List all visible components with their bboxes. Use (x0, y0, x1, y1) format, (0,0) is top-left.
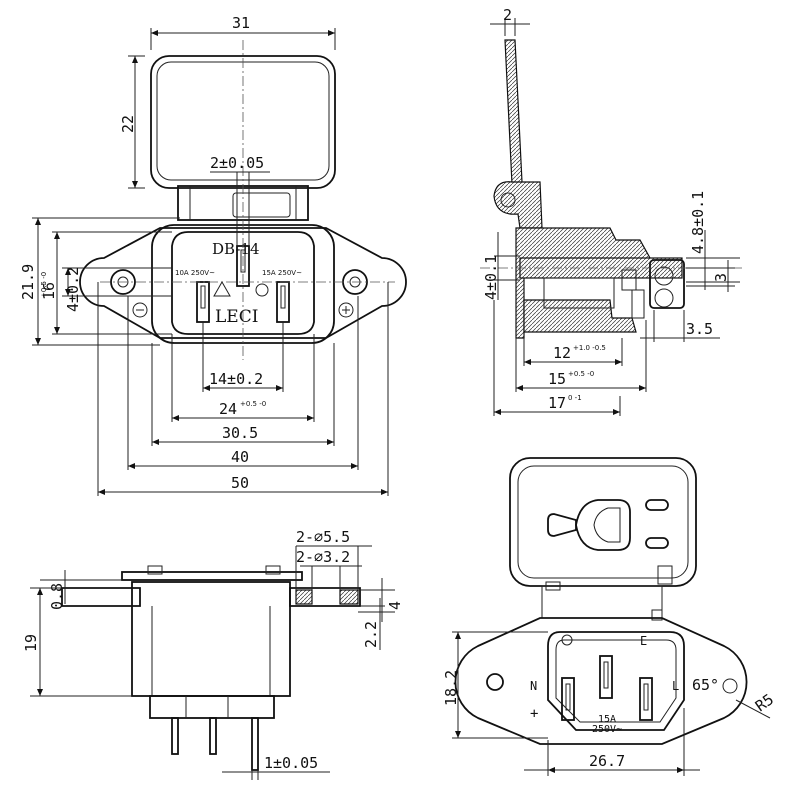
dim-22: 22 (119, 115, 137, 133)
label-rating: 15A (598, 714, 616, 725)
dim-15-tol: +0.5 -0 (568, 370, 594, 378)
dim-19: 19 (22, 634, 40, 652)
dim-18-2: 18.2 (442, 670, 460, 706)
dim-12: 12 (553, 344, 571, 362)
dim-3-5: 3.5 (686, 320, 713, 338)
dim-4-02: 4±0.2 (64, 267, 82, 312)
pin-left (196, 281, 210, 323)
dim-24-tol: +0.5 -0 (240, 400, 266, 408)
hinge-slot (232, 192, 291, 218)
dim-radius: R5 (752, 690, 777, 715)
dim-21-9: 21.9 (19, 264, 37, 300)
dim-3: 3 (712, 273, 730, 282)
dim-17: 17 (548, 394, 566, 412)
cutout-view: E N L + 15A 250V~ 65° R5 18.2 26.7 (442, 457, 777, 776)
model-label: DB-14 (212, 240, 259, 258)
dim-16-tol: +0.5 -0 (40, 272, 48, 298)
dim-14: 14±0.2 (209, 370, 263, 388)
dim-side-4: 4±0.1 (482, 255, 500, 300)
dim-pin-gap: 2±0.05 (210, 154, 264, 172)
dim-15: 15 (548, 370, 566, 388)
pin-a (171, 717, 179, 755)
plus-mark (338, 302, 354, 318)
pin-right (276, 281, 290, 323)
label-e: E (640, 634, 647, 648)
iec-cutout (547, 631, 685, 731)
dim-2-2: 2.2 (362, 621, 380, 648)
minus-mark (132, 302, 148, 318)
label-l: L (672, 679, 679, 693)
rear-mount-hole (486, 673, 504, 691)
label-plus: + (530, 706, 538, 722)
dim-16: 16 (40, 282, 58, 300)
dim-30-5: 30.5 (222, 424, 258, 442)
pin-b (209, 717, 217, 755)
label-voltage: 250V~ (592, 724, 622, 735)
bottom-view: 0.8 19 2-∅5.5 2-∅3.2 4 2.2 1±0.05 (22, 528, 404, 780)
solder-hole (654, 266, 674, 286)
side-view: 2 4.8±0.1 4±0.1 3 3.5 12 +1.0 -0.5 15 +0… (480, 6, 745, 416)
dim-31: 31 (232, 14, 250, 32)
front-view: DB-14 LECI 10A 250V~ 15A 250V~ 31 22 2±0… (19, 14, 407, 496)
rear-pin-n (561, 677, 575, 721)
label-n: N (530, 679, 537, 693)
dim-12-tol: +1.0 -0.5 (573, 344, 606, 352)
brand-label: LECI (215, 307, 258, 327)
rear-cover (509, 457, 697, 587)
dim-hole-big: 2-∅5.5 (296, 528, 350, 546)
hinge-section (493, 181, 543, 229)
dim-angle: 65° (692, 676, 719, 694)
dim-26-7: 26.7 (589, 752, 625, 770)
flange-hatch-left (295, 589, 313, 605)
dim-pin-width: 1±0.05 (264, 754, 318, 772)
mount-hole-left (110, 269, 136, 295)
dim-24: 24 (219, 400, 237, 418)
ground-mark (213, 280, 231, 297)
rating-left: 10A 250V~ (175, 269, 215, 277)
cover-section (504, 39, 523, 185)
dim-0-8: 0.8 (48, 583, 66, 610)
cover-edge (121, 571, 303, 581)
dim-50: 50 (231, 474, 249, 492)
dim-hole-small: 2-∅3.2 (296, 548, 350, 566)
plug-icon (547, 499, 669, 551)
dim-17-tol: 0 -1 (568, 394, 582, 402)
rear-pin-l (639, 677, 653, 721)
dim-40: 40 (231, 448, 249, 466)
dim-4-8: 4.8±0.1 (689, 191, 707, 254)
rating-right: 15A 250V~ (262, 269, 302, 277)
dim-side-2: 2 (503, 6, 512, 24)
flange-hatch-right (339, 589, 359, 605)
socket-opening (171, 231, 315, 335)
body (131, 581, 291, 697)
ground-symbol (561, 634, 573, 646)
cert-mark (255, 283, 269, 297)
pin-c (251, 717, 259, 771)
rear-pin-e (599, 655, 613, 699)
bottom-flange (61, 587, 141, 607)
dim-bottom-4: 4 (386, 601, 404, 610)
